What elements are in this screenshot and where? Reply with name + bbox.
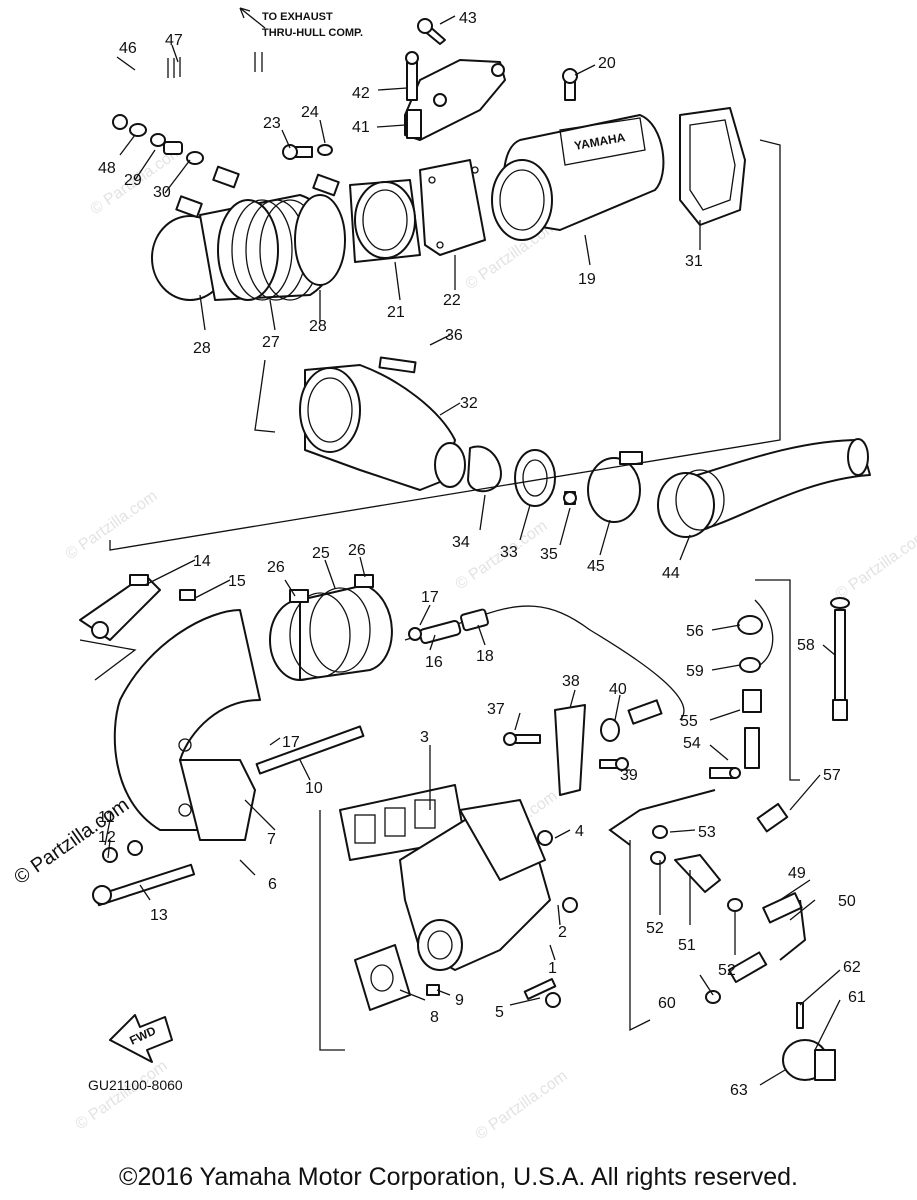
bilge-group-49-63 [608, 597, 850, 1081]
callout-38: 38 [562, 673, 580, 690]
callout-47: 47 [165, 32, 183, 49]
exhaust-note-line1: TO EXHAUST [262, 11, 333, 23]
callout-22: 22 [443, 292, 461, 309]
callout-28b: 28 [193, 340, 211, 357]
callout-8: 8 [430, 1009, 439, 1026]
callout-59: 59 [686, 663, 704, 680]
callout-54: 54 [683, 735, 701, 752]
callout-58: 58 [797, 637, 815, 654]
callout-57: 57 [823, 767, 841, 784]
joint-27 [151, 165, 346, 301]
callout-2: 2 [558, 924, 567, 941]
exhaust-chamber-7 [79, 574, 261, 841]
callout-37: 37 [487, 701, 505, 718]
leader-lines [79, 15, 841, 1086]
flange-21-gasket-22 [349, 159, 486, 263]
callout-12: 12 [98, 829, 116, 846]
callout-49: 49 [788, 865, 806, 882]
bracket-38 [503, 699, 663, 796]
muffler-19: YAMAHA [491, 114, 665, 241]
callout-30: 30 [153, 184, 171, 201]
callout-20: 20 [598, 55, 616, 72]
callout-5: 5 [495, 1004, 504, 1021]
gasket-31 [679, 107, 746, 226]
callout-51: 51 [678, 937, 696, 954]
callout-32: 32 [460, 395, 478, 412]
callout-63: 63 [730, 1082, 748, 1099]
callout-39: 39 [620, 767, 638, 784]
watermark: © Partzilla.com [473, 1068, 571, 1144]
callout-48: 48 [98, 160, 116, 177]
callout-17b: 17 [282, 734, 300, 751]
outlet-group-33-35-44-45 [467, 438, 871, 538]
callout-18: 18 [476, 648, 494, 665]
callout-25: 25 [312, 545, 330, 562]
callout-35: 35 [540, 546, 558, 563]
callout-21: 21 [387, 304, 405, 321]
callout-34: 34 [452, 534, 470, 551]
callout-6: 6 [268, 876, 277, 893]
callout-61: 61 [848, 989, 866, 1006]
callout-28a: 28 [309, 318, 327, 335]
callout-52a: 52 [646, 920, 664, 937]
callout-50: 50 [838, 893, 856, 910]
callout-10: 10 [305, 780, 323, 797]
fittings-16-17-18 [408, 608, 489, 645]
watermark: © Partzilla.com [63, 488, 161, 564]
callout-31: 31 [685, 253, 703, 270]
note-arrow [239, 7, 266, 29]
fittings-48-29-30 [129, 123, 204, 165]
drawing-code: GU21100-8060 [88, 1077, 183, 1093]
exhaust-note-line2: THRU-HULL COMP. [262, 27, 363, 39]
callout-13: 13 [150, 907, 168, 924]
watermark: © Partzilla.com [73, 1058, 171, 1134]
callout-numbers: 46 47 43 20 42 41 23 24 48 29 30 19 31 2… [98, 10, 866, 1099]
callout-27: 27 [262, 334, 280, 351]
callout-3: 3 [420, 729, 429, 746]
callout-56: 56 [686, 623, 704, 640]
callout-42: 42 [352, 85, 370, 102]
callout-1: 1 [548, 960, 557, 977]
callout-29: 29 [124, 172, 142, 189]
pipe-10-bolt-13 [92, 725, 365, 907]
callout-43: 43 [459, 10, 477, 27]
bolts-20-23-24 [282, 68, 578, 160]
callout-41: 41 [352, 119, 370, 136]
callout-4: 4 [575, 823, 584, 840]
callout-11: 11 [98, 809, 115, 826]
exhaust-manifold-1 [339, 784, 578, 1011]
callout-14: 14 [193, 553, 211, 570]
callout-36: 36 [445, 327, 463, 344]
callout-15: 15 [228, 573, 246, 590]
callout-55: 55 [680, 713, 698, 730]
fwd-arrow-icon: FWD [109, 1014, 173, 1063]
watermark: © Partzilla.com [833, 528, 917, 604]
callout-52b: 52 [718, 962, 736, 979]
copyright-notice: ©2016 Yamaha Motor Corporation, U.S.A. A… [119, 1163, 798, 1191]
callout-60: 60 [658, 995, 676, 1012]
callout-9: 9 [455, 992, 464, 1009]
callout-33: 33 [500, 544, 518, 561]
callout-62: 62 [843, 959, 861, 976]
callout-16: 16 [425, 654, 443, 671]
callout-46: 46 [119, 40, 137, 57]
callout-45: 45 [587, 558, 605, 575]
water-lock-32 [299, 356, 466, 491]
callout-26a: 26 [267, 559, 285, 576]
joint-25 [269, 574, 393, 681]
callout-26b: 26 [348, 542, 366, 559]
callout-17a: 17 [421, 589, 439, 606]
callout-40: 40 [609, 681, 627, 698]
callout-44: 44 [662, 565, 680, 582]
callout-24: 24 [301, 104, 319, 121]
callout-53: 53 [698, 824, 716, 841]
callout-19: 19 [578, 271, 596, 288]
hose-46-47 [93, 49, 411, 130]
callout-23: 23 [263, 115, 281, 132]
cooling-hose-line [404, 605, 685, 721]
callout-7: 7 [267, 831, 276, 848]
bracket-41 [404, 18, 506, 141]
